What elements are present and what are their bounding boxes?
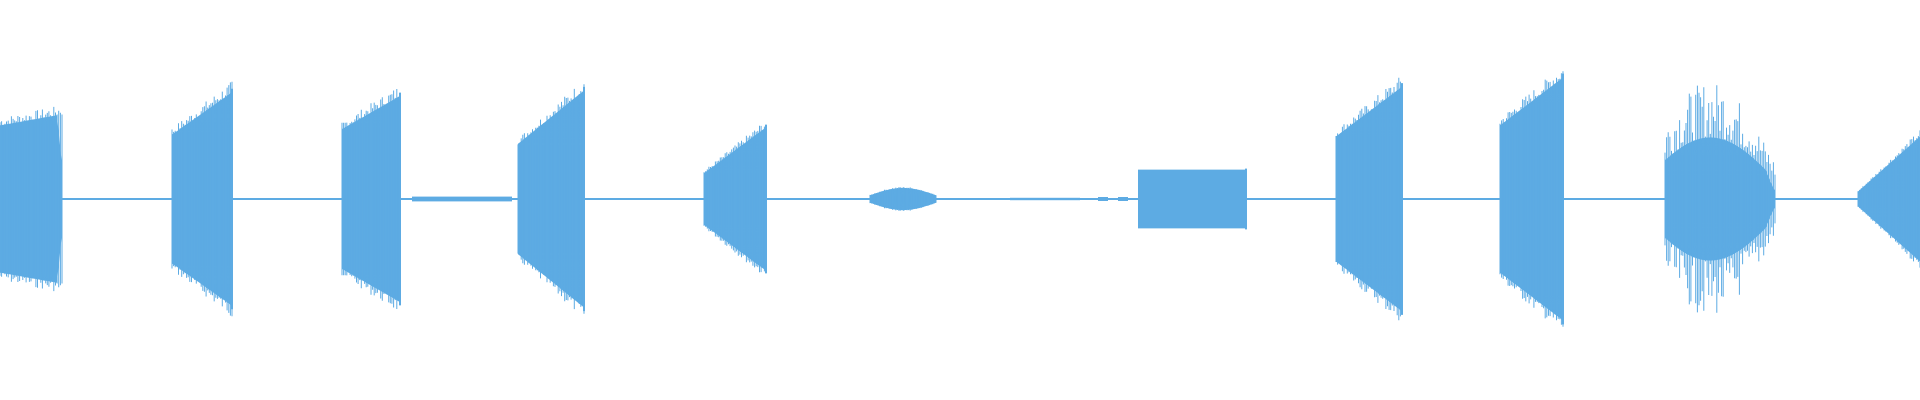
waveform-segment-4: [517, 84, 585, 314]
waveform-segment-10: [1664, 85, 1776, 313]
waveform-peaks: [1335, 77, 1403, 321]
waveform-segment-11: [1857, 130, 1920, 268]
waveform-segment-3: [341, 89, 401, 309]
waveform-peaks: [341, 89, 401, 309]
waveform-segment-5: [703, 124, 767, 274]
waveform-peaks: [869, 187, 937, 211]
waveform-peaks: [1664, 85, 1776, 313]
waveform-peaks: [517, 84, 585, 314]
waveform-peaks: [171, 81, 233, 317]
waveform-peaks: [1499, 71, 1564, 327]
waveform-noise-floor: [412, 196, 512, 202]
waveform-peaks: [703, 124, 767, 274]
waveform-segment-7: [1138, 168, 1247, 230]
waveform-segment-6: [869, 187, 937, 211]
waveform-segment-9: [1499, 71, 1564, 327]
waveform-peaks: [1857, 130, 1920, 268]
waveform-segment-8: [1335, 77, 1403, 321]
waveform-noise-floor: [946, 198, 1128, 200]
waveform-peaks: [0, 106, 63, 292]
waveform-segment-2: [171, 81, 233, 317]
waveform-envelope: [172, 92, 232, 306]
waveform-segment-1: [0, 106, 63, 292]
waveform-envelope: [1138, 169, 1246, 229]
